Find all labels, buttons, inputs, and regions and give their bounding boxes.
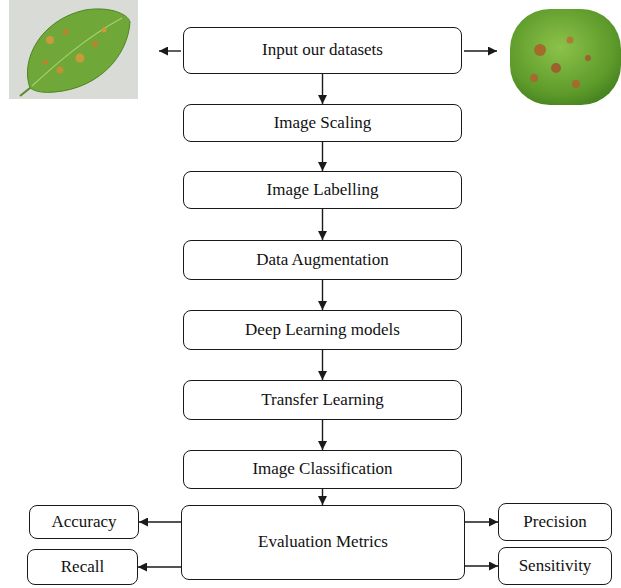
process-box: Data Augmentation	[183, 240, 462, 280]
flow-arrow	[322, 209, 323, 240]
process-box: Image Scaling	[183, 104, 462, 142]
process-box: Image Labelling	[183, 171, 462, 209]
leaf-photo-left	[9, 0, 138, 99]
flow-arrow	[465, 521, 498, 522]
box-label: Deep Learning models	[245, 320, 400, 340]
process-box: Sensitivity	[498, 547, 612, 585]
leaf-photo-right	[510, 9, 621, 105]
picture-arrow	[159, 50, 181, 51]
flow-arrow	[322, 280, 323, 310]
process-box: Transfer Learning	[183, 380, 462, 420]
box-label: Sensitivity	[519, 556, 592, 576]
box-label: Data Augmentation	[256, 250, 389, 270]
box-label: Recall	[61, 557, 104, 577]
picture-arrow	[464, 50, 497, 51]
flow-arrow	[139, 521, 181, 522]
flow-arrow	[322, 489, 323, 505]
process-box: Precision	[498, 503, 612, 541]
box-label: Accuracy	[51, 512, 116, 532]
flow-arrow	[465, 565, 498, 566]
flow-arrow	[322, 74, 323, 104]
box-label: Evaluation Metrics	[258, 532, 388, 552]
box-label: Image Classification	[252, 459, 392, 479]
process-box: Deep Learning models	[183, 310, 462, 350]
flow-arrow	[138, 566, 181, 567]
box-label: Image Labelling	[267, 180, 379, 200]
flow-arrow	[322, 350, 323, 380]
box-label: Transfer Learning	[261, 390, 384, 410]
flow-arrow	[322, 420, 323, 450]
box-label: Precision	[523, 512, 586, 532]
process-box: Accuracy	[29, 505, 139, 539]
box-label: Image Scaling	[274, 113, 372, 133]
process-box: Recall	[27, 549, 138, 585]
flow-arrow	[322, 142, 323, 171]
process-box: Evaluation Metrics	[181, 505, 465, 580]
process-box: Input our datasets	[183, 27, 462, 74]
box-label: Input our datasets	[262, 40, 383, 60]
process-box: Image Classification	[183, 450, 462, 489]
